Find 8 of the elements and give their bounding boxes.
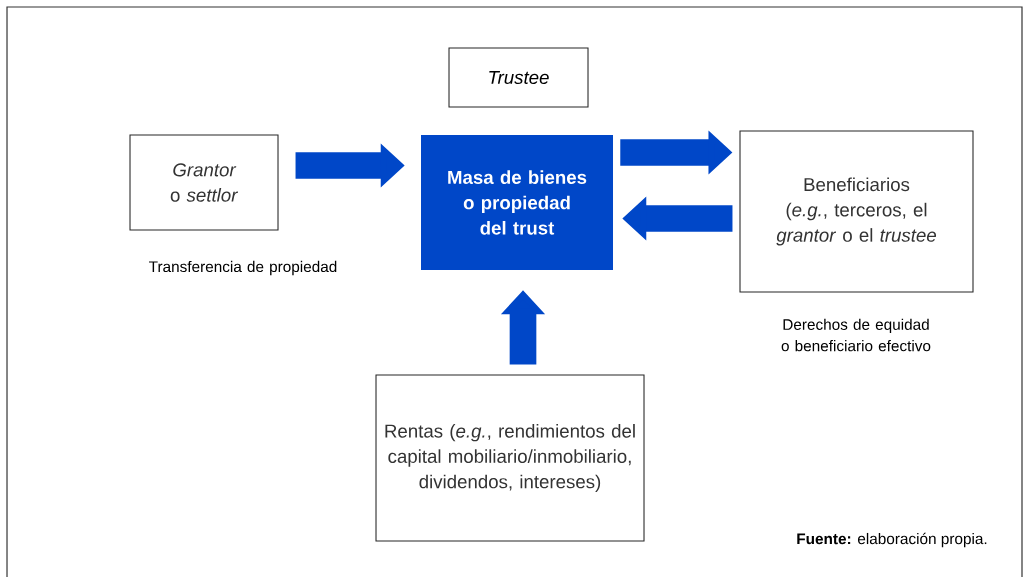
filled-box: Masa de bienes o propiedad del trust (421, 135, 613, 270)
text-box: Trustee (448, 47, 589, 108)
note-text: Transferencia de propiedad (149, 260, 337, 276)
caption: Fuente: elaboración propia. (797, 532, 987, 548)
text-box: Beneficiarios (e.g., terceros, el grantor o el trustee (739, 130, 974, 293)
text-box: Rentas (e.g., rendimientos del capital mobiliario/inmobiliario, dividendos, intereses) (375, 374, 645, 542)
text-box: Grantor o settlor (129, 134, 279, 231)
note-text: Derechos de equidad o beneficiario efectivo (781, 318, 931, 352)
